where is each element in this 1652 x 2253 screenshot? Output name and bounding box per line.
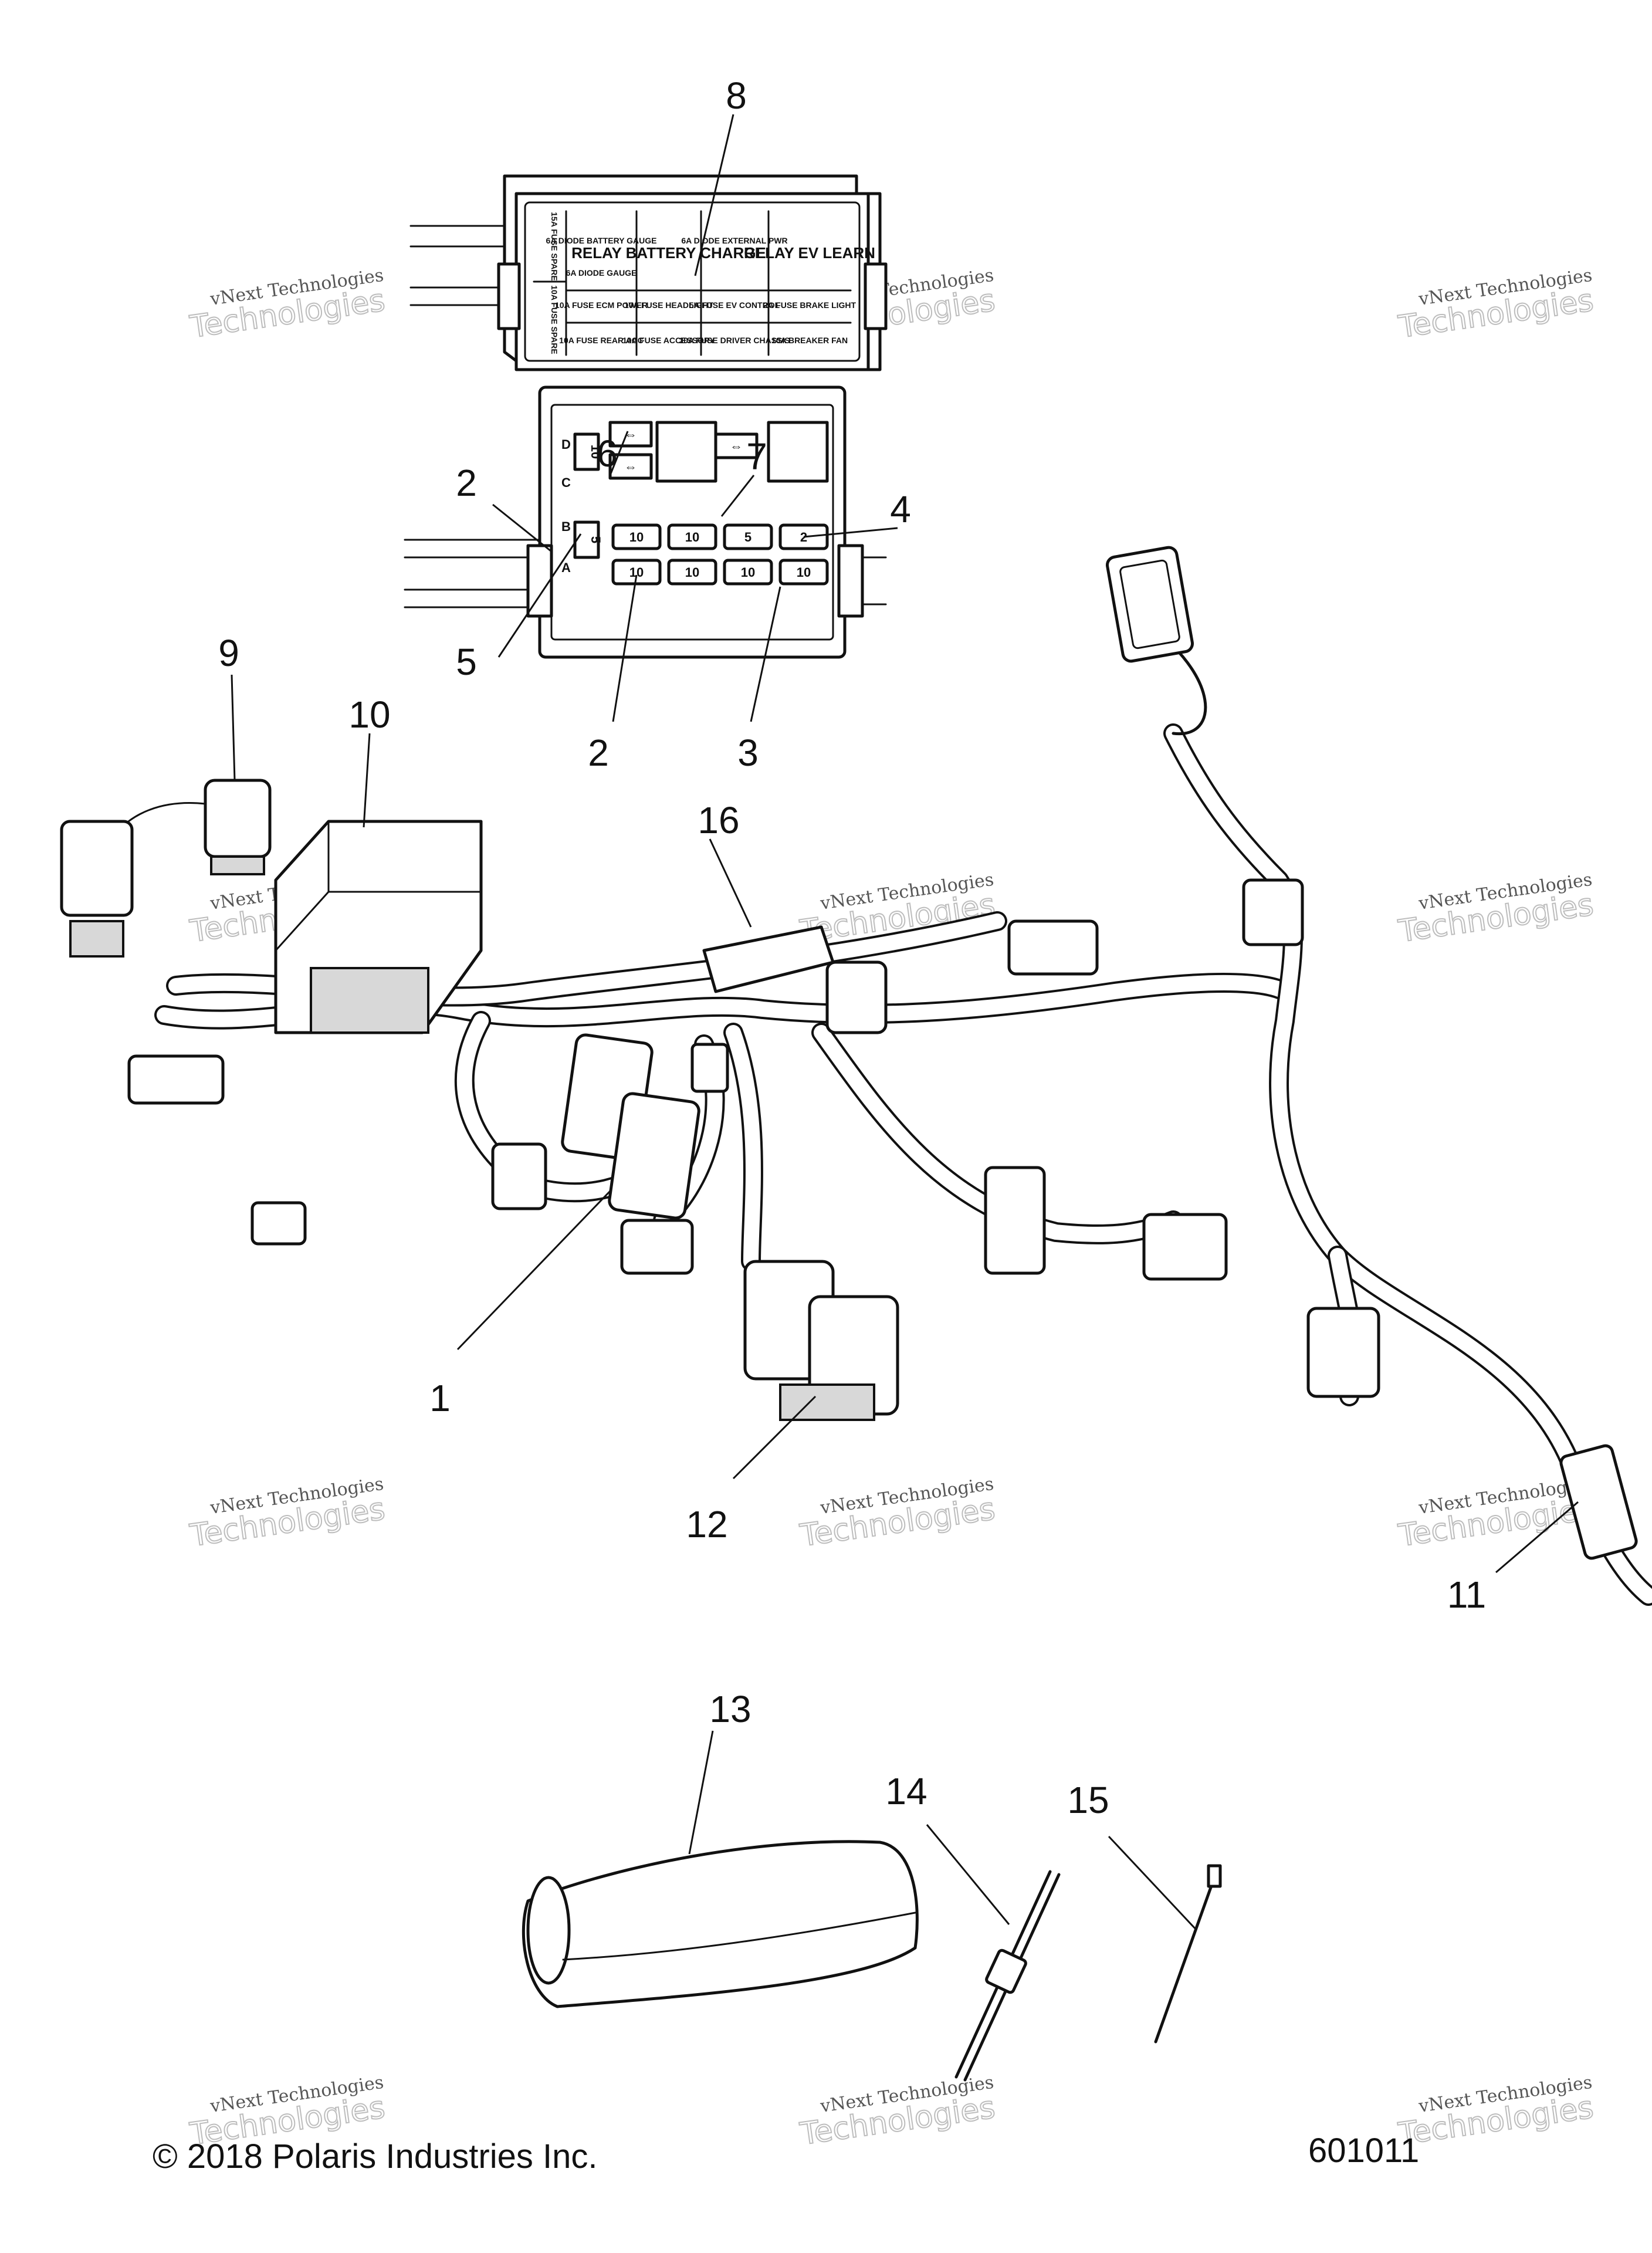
callout-8: 8	[726, 75, 747, 117]
callout-2-top: 2	[456, 462, 477, 504]
callout-12: 12	[686, 1503, 727, 1545]
main-harness	[154, 620, 1652, 1606]
connector-cluster-12	[743, 1166, 1046, 1421]
cable-tie-clip-14	[954, 1870, 1061, 2082]
callout-2-bottom: 2	[588, 732, 609, 774]
slot-row2-3: 10	[741, 565, 755, 580]
callout-14: 14	[885, 1770, 927, 1812]
slot-row1-2: 10	[685, 530, 699, 544]
callout-13: 13	[709, 1688, 751, 1730]
slot-value-b: 5	[588, 536, 603, 543]
watermark: vNext Technologies Technologies	[1396, 870, 1596, 950]
callout-9: 9	[218, 632, 239, 674]
callout-7: 7	[746, 435, 767, 478]
label-r2c1: 6A DIODE GAUGE	[566, 268, 637, 278]
svg-text:⇔: ⇔	[730, 439, 743, 454]
fuse-box-open: ⇔ ⇔ ⇔ D C B A 10 5 10 10 5 2 10 10 10 10	[404, 385, 887, 659]
slot-letter-b: B	[561, 519, 571, 534]
leader-lines	[231, 114, 1579, 1931]
slot-row2-4: 10	[797, 565, 811, 580]
label-r1c4: RELAY EV LEARN	[744, 244, 875, 262]
svg-text:⇔: ⇔	[624, 427, 637, 442]
connector-top-right	[1106, 546, 1194, 663]
watermark: vNext Technologies Technologies	[187, 1474, 388, 1554]
slot-letter-c: C	[561, 475, 571, 490]
figure-number: 601011	[1308, 2132, 1419, 2170]
watermark: vNext Technologies Technologies	[187, 265, 388, 346]
connector-16	[702, 919, 1099, 993]
callout-3: 3	[737, 732, 759, 774]
callout-6: 6	[597, 432, 618, 475]
label-r4c1: 10A FUSE REAR ACC	[559, 336, 644, 345]
relay-module-10	[274, 820, 483, 1034]
connector-left-2	[127, 1054, 307, 1246]
slot-row1-4: 2	[800, 530, 807, 544]
callout-10: 10	[348, 694, 390, 736]
callout-11: 11	[1447, 1574, 1486, 1616]
callout-5: 5	[456, 641, 477, 683]
slot-value-d: 10	[588, 445, 603, 459]
slot-row1-1: 10	[629, 530, 644, 544]
callout-15: 15	[1067, 1779, 1109, 1821]
sleeve-13	[522, 1840, 919, 2008]
watermark: vNext Technologies Technologies	[797, 2072, 998, 2153]
label-r1c1: 6A DIODE BATTERY GAUGE	[546, 236, 656, 245]
watermark: vNext Technologies Technologies	[1396, 265, 1596, 346]
connector-9	[104, 779, 272, 875]
copyright-notice: © 2018 Polaris Industries Inc.	[153, 2137, 597, 2176]
cable-tie-15	[1154, 1864, 1222, 2044]
label-r4c2: 10A FUSE ACCESSORY	[622, 336, 716, 345]
watermark: vNext Technologies Technologies	[797, 1474, 998, 1554]
svg-text:⇔: ⇔	[624, 459, 637, 474]
label-r1c3: 6A DIODE EXTERNAL PWR	[681, 236, 787, 245]
slot-row2-2: 10	[685, 565, 699, 580]
callout-1: 1	[429, 1377, 451, 1419]
watermark: vNext Technologies Technologies	[1396, 2072, 1596, 2153]
connector-left-1	[60, 820, 134, 958]
label-r3c1: 10A FUSE ECM POWER	[555, 300, 648, 310]
callout-16: 16	[698, 799, 739, 841]
slot-letter-a: A	[561, 560, 571, 575]
slot-letter-d: D	[561, 437, 571, 452]
label-r3c3: 5A FUSE EV CONTROL	[689, 300, 780, 310]
label-r1c2: RELAY BATTERY CHARGE	[571, 244, 766, 262]
callout-numbers: 8 2 6 7 4 5 2 3 9 10 16 1 12 11 13 14 15	[218, 75, 1486, 1821]
callout-4: 4	[890, 488, 911, 530]
fuse-box-cover: 15A FUSE SPARE 10A FUSE SPARE 6A DIODE B…	[409, 174, 888, 371]
label-r4c3: 10A FUSE DRIVER CHASSIS	[679, 336, 790, 345]
connectors-right	[1142, 878, 1638, 1560]
slot-row1-3: 5	[744, 530, 751, 544]
label-r3c4: 2A FUSE BRAKE LIGHT	[763, 300, 857, 310]
label-r4c4: 10A BREAKER FAN	[771, 336, 848, 345]
center-connectors	[491, 960, 888, 1275]
label-r3c2: 10A FUSE HEADLIGHT	[624, 300, 713, 310]
spare-10a-label: 10A FUSE SPARE	[550, 285, 559, 354]
spare-15a-label: 15A FUSE SPARE	[550, 212, 559, 280]
